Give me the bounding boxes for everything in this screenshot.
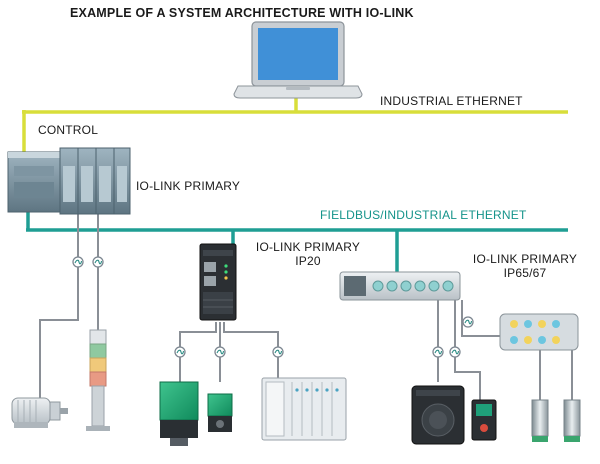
io-link-primary-ip20-label: IO-LINK PRIMARY IP20 xyxy=(248,240,368,268)
control-label: CONTROL xyxy=(38,123,99,137)
io-link-primary-ip20-label-line1: IO-LINK PRIMARY xyxy=(255,240,361,254)
fieldbus-label: FIELDBUS/INDUSTRIAL ETHERNET xyxy=(320,208,527,222)
plc-icon xyxy=(7,147,131,215)
io-link-primary-ip20-icon xyxy=(199,243,237,321)
inductive-sensor-icon xyxy=(159,381,199,446)
ultrasonic-sensor-icon xyxy=(411,385,465,445)
io-link-primary-label: IO-LINK PRIMARY xyxy=(136,179,241,193)
io-link-cables xyxy=(39,212,573,400)
laptop-icon xyxy=(233,21,363,99)
io-link-primary-ip6567-label-line2: IP65/67 xyxy=(503,266,547,280)
rfid-sensor-icon xyxy=(471,399,497,441)
industrial-ethernet-label: INDUSTRIAL ETHERNET xyxy=(380,94,523,108)
fieldbus-bus xyxy=(26,212,568,272)
diagram-title: EXAMPLE OF A SYSTEM ARCHITECTURE WITH IO… xyxy=(70,6,414,20)
io-link-primary-ip6567-label-line1: IO-LINK PRIMARY xyxy=(472,252,578,266)
industrial-ethernet-bus xyxy=(22,97,568,152)
photoelectric-sensor-icon xyxy=(207,393,233,432)
io-link-primary-ip65-icon xyxy=(339,271,461,301)
signal-tower-icon xyxy=(86,329,110,431)
valve-terminal-icon xyxy=(261,377,347,441)
io-link-hub-icon xyxy=(499,313,579,351)
motor-icon xyxy=(11,397,68,428)
cylindrical-sensor-icon xyxy=(531,399,581,442)
io-link-primary-ip6567-label: IO-LINK PRIMARY IP65/67 xyxy=(460,252,590,280)
io-link-primary-ip20-label-line2: IP20 xyxy=(295,254,321,268)
